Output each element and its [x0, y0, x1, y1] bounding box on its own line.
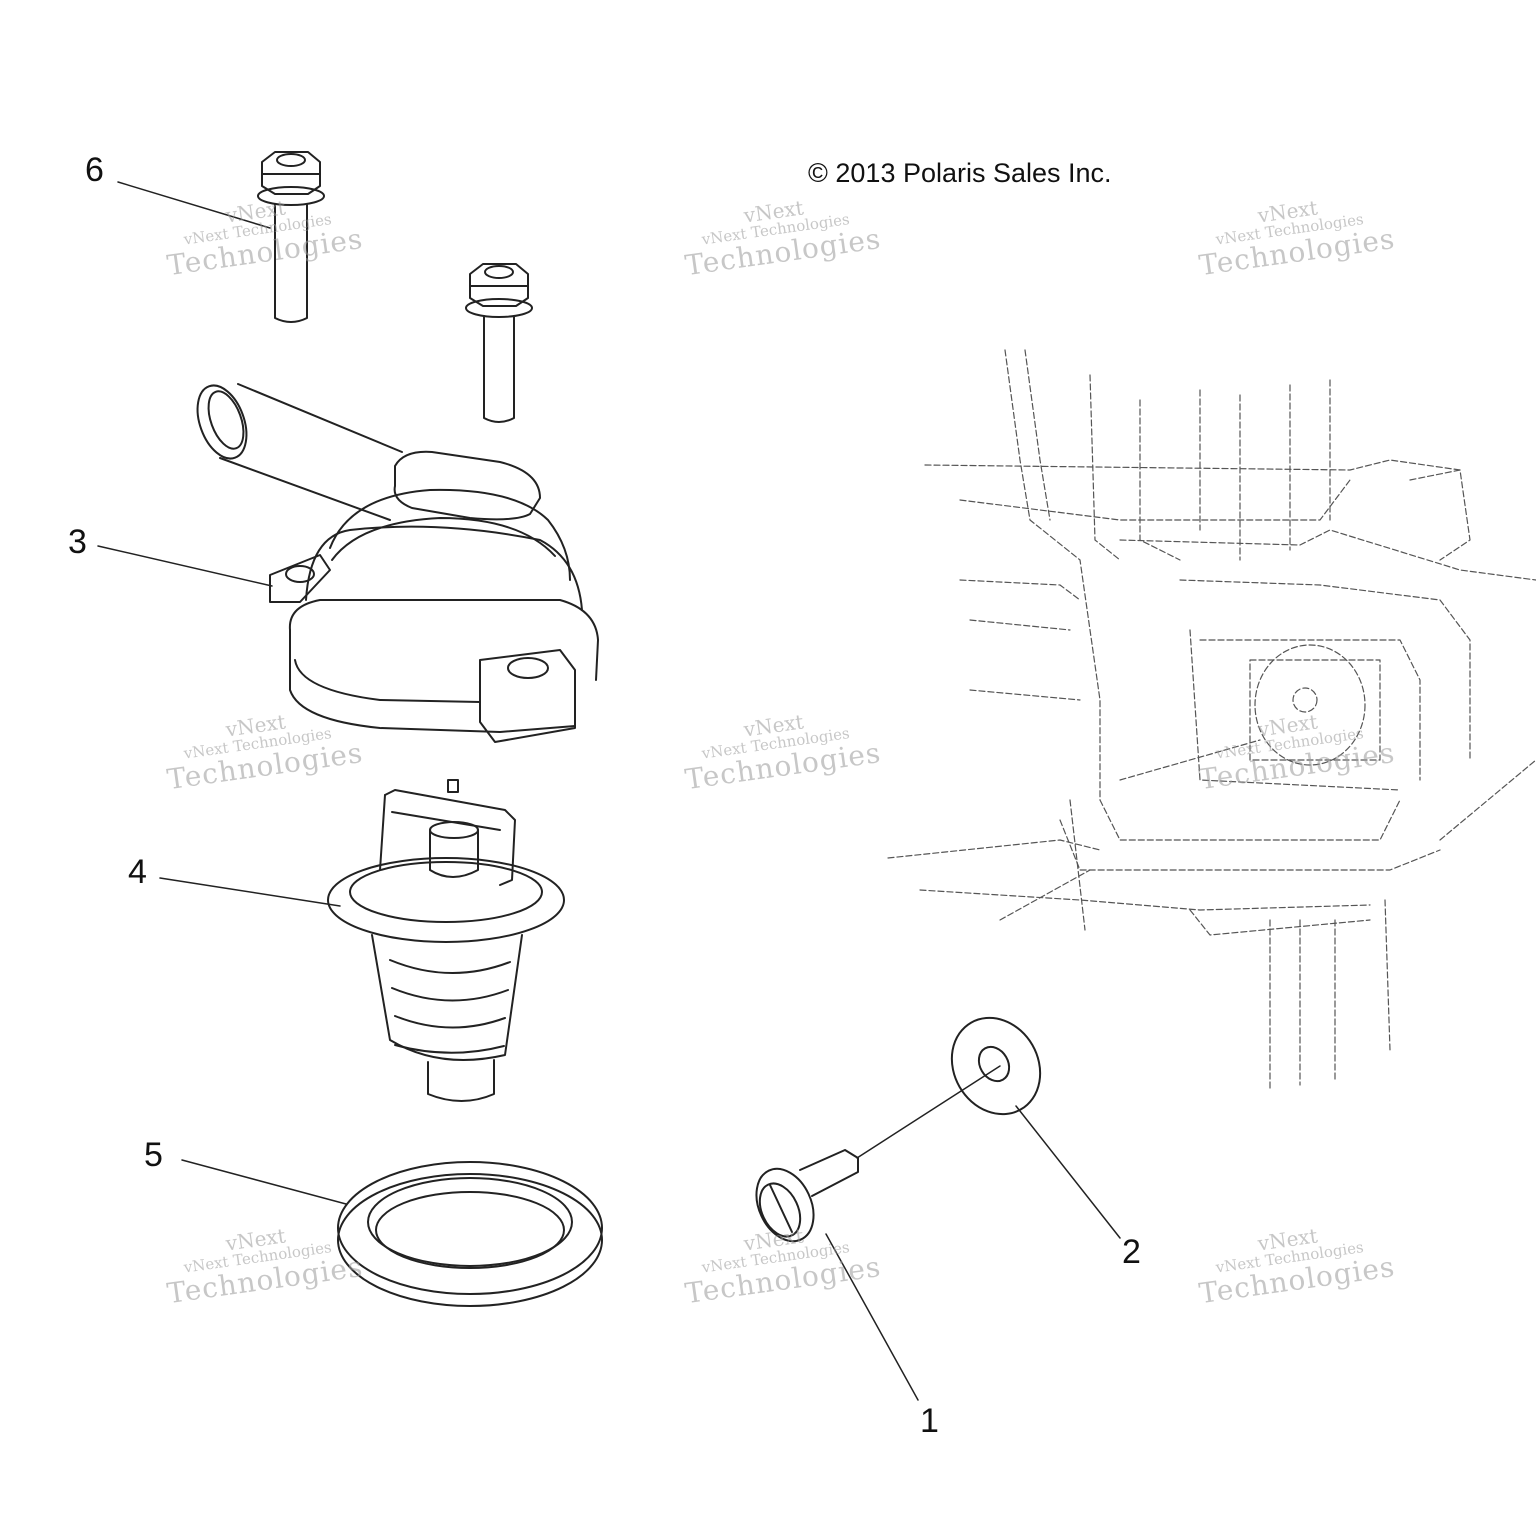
callout-5: 5 [144, 1136, 163, 1174]
thermostat-4 [327, 779, 565, 1102]
gasket-5 [337, 1161, 603, 1307]
engine-reference-phantom [887, 349, 1536, 1091]
copyright-notice: © 2013 Polaris Sales Inc. [808, 158, 1112, 188]
thermostat-housing-3 [196, 383, 599, 743]
bolt-6-upper [257, 151, 325, 323]
callout-1: 1 [920, 1402, 939, 1440]
callout-6: 6 [85, 151, 104, 189]
leader-lines [97, 181, 1121, 1401]
bolt-6-lower [465, 263, 533, 423]
washer-2 [950, 1016, 1042, 1116]
callout-2: 2 [1122, 1233, 1141, 1271]
callout-4: 4 [128, 853, 147, 891]
bleed-screw-1 [755, 1065, 1001, 1243]
callout-3: 3 [68, 523, 87, 561]
